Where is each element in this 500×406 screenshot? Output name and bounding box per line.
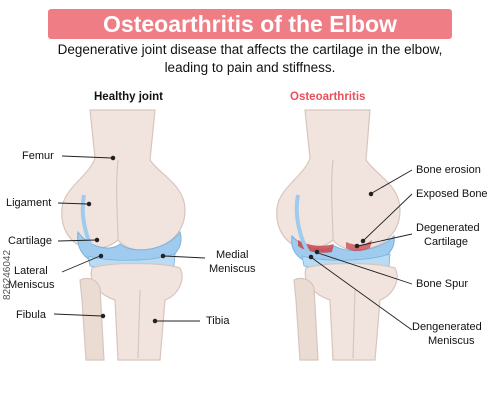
healthy-femur-shading [116,159,119,241]
subtitle-line-1: Degenerative joint disease that affects … [57,42,443,57]
leader-degenerated-cartilage [357,233,413,247]
label-medial-meniscus-line1: Medial [216,249,249,261]
healthy-leader-lines [53,155,206,324]
leader-degenerated-meniscus [311,257,413,331]
label-femur: Femur [22,150,54,162]
healthy-cartilage [77,230,182,263]
subtitle-line-2: leading to pain and stiffness. [164,60,336,75]
oa-femur-shading [331,159,334,241]
leader-femur [61,155,113,159]
leader-cartilage [57,239,97,242]
leader-exposed-bone [363,193,413,241]
label-tibia: Tibia [206,315,230,327]
oa-knee-illustration [276,109,401,361]
label-degenerated-meniscus-line2: Meniscus [428,335,475,347]
label-bone-erosion: Bone erosion [416,164,481,176]
subtitle: Degenerative joint disease that affects … [20,41,480,77]
label-degenerated-cartilage-line1: Degenerated [416,222,480,234]
label-cartilage: Cartilage [8,235,53,247]
label-fibula: Fibula [16,309,46,321]
healthy-fibula [79,277,105,361]
label-bone-spur: Bone Spur [416,278,468,290]
healthy-femur [61,109,186,251]
oa-fibula [293,277,319,361]
oa-leader-lines [308,169,413,331]
healthy-ligament [80,194,98,257]
healthy-tibia-shading [137,289,141,359]
label-ligament: Ligament [6,197,52,209]
label-lateral-meniscus-line2: Meniscus [8,279,55,291]
leader-medial-meniscus [163,255,206,259]
oa-ligament [294,194,312,257]
label-degenerated-meniscus-line1: Dengenerated [412,321,482,333]
label-lateral-meniscus-line1: Lateral [14,265,48,277]
label-exposed-bone: Exposed Bone [416,188,488,200]
label-degenerated-cartilage-line2: Cartilage [424,236,469,248]
leader-fibula [53,313,103,317]
oa-tibia-shading [352,289,356,359]
leader-bone-erosion [371,169,413,194]
label-medial-meniscus-line2: Meniscus [209,263,256,275]
healthy-heading: Healthy joint [94,91,164,103]
title-banner: Osteoarthritis of the Elbow [48,9,452,39]
healthy-knee-illustration [61,109,186,361]
oa-tibia [304,262,398,361]
watermark-id: 826246042 [2,249,13,300]
leader-lateral-meniscus [61,255,101,273]
oa-femur [276,109,401,251]
oa-heading: Osteoarthritis [290,91,366,103]
leader-ligament [57,202,89,205]
leader-bone-spur [317,252,413,285]
healthy-tibia [90,262,183,361]
page-title: Osteoarthritis of the Elbow [103,11,397,37]
